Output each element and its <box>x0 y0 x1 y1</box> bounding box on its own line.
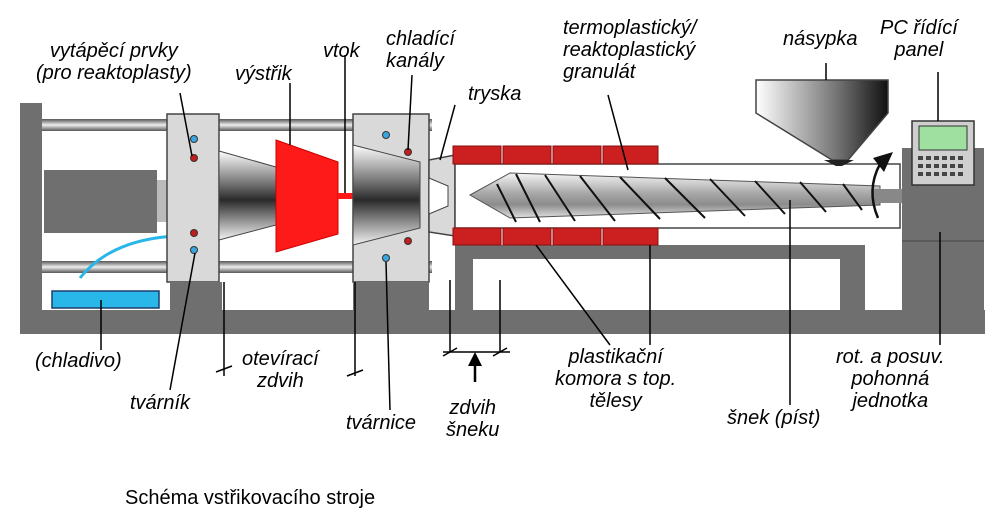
label-sprue: vtok <box>323 40 360 62</box>
drive-unit-base <box>902 241 984 310</box>
coolant-hose <box>78 234 176 279</box>
moving-platen-base <box>170 282 222 310</box>
screw-stroke-arrowhead <box>468 352 482 366</box>
leader-lines <box>100 55 941 411</box>
nozzle-tip <box>428 177 449 215</box>
hopper-throat <box>824 160 854 166</box>
clamp-piston-rod <box>157 180 169 222</box>
cooling-holes <box>190 131 412 262</box>
pc-panel-screen <box>918 125 968 151</box>
machine-base <box>20 310 985 334</box>
core-cone <box>218 150 277 241</box>
label-pc-panel: PC řídící panel <box>880 17 958 61</box>
stroke-ticks <box>215 347 508 377</box>
label-opening-stroke: otevírací zdvih <box>242 348 319 392</box>
label-moulding: výstřik <box>235 63 292 85</box>
label-nozzle: tryska <box>468 83 522 105</box>
label-mould-core: tvárník <box>130 392 191 414</box>
left-frame-post <box>20 103 42 333</box>
label-coolant: (chladivo) <box>35 350 122 372</box>
label-hopper: násypka <box>783 28 858 50</box>
heater-bands <box>452 145 659 246</box>
barrel-support <box>455 245 865 259</box>
rotation-arrow <box>871 163 882 219</box>
tie-rod-bottom <box>42 261 432 273</box>
label-cooling-channels: chladící kanály <box>386 28 455 72</box>
coolant-tank <box>51 290 160 309</box>
label-screw: šnek (píst) <box>727 407 821 429</box>
label-drive-unit: rot. a posuv. pohonná jednotka <box>836 346 945 412</box>
cavity-inner <box>352 144 421 246</box>
moulding-part <box>275 139 339 253</box>
screw-flights <box>496 173 863 223</box>
label-screw-stroke: zdvih šneku <box>446 397 500 441</box>
figure-caption: Schéma vstřikovacího stroje <box>125 487 376 509</box>
clamp-cylinder <box>44 170 157 233</box>
barrel-support-leg-left <box>455 259 473 310</box>
barrel-support-leg-right <box>840 259 865 310</box>
fixed-platen-base <box>353 282 429 310</box>
sprue-channel <box>338 193 354 199</box>
label-mould-cavity: tvárnice <box>346 412 417 434</box>
label-plasticizing-chamber: plastikační komora s top. tělesy <box>555 346 677 412</box>
pc-panel-keypad <box>918 156 963 176</box>
drive-shaft <box>872 189 906 203</box>
label-heating-elements: vytápěcí prvky (pro reaktoplasty) <box>36 40 192 84</box>
hopper <box>755 79 889 161</box>
label-granulate: termoplastický/ reaktoplastický granulát <box>563 17 697 83</box>
rotation-arrowhead <box>873 152 893 172</box>
tie-rod-top <box>42 119 432 131</box>
